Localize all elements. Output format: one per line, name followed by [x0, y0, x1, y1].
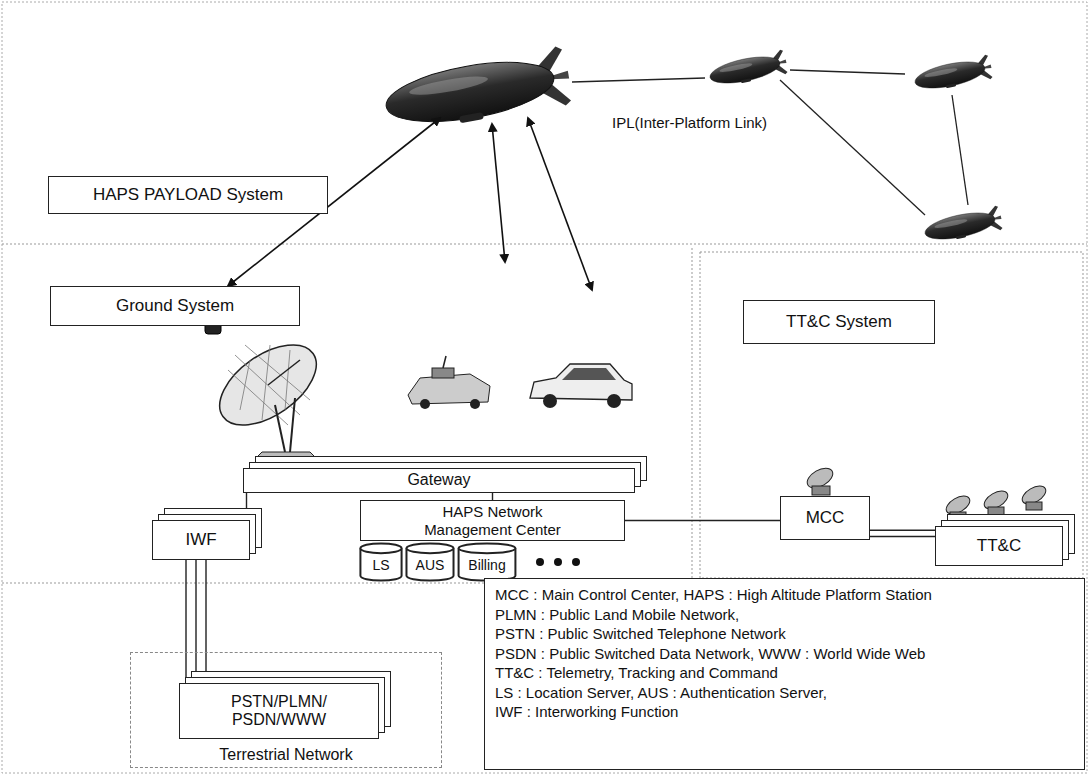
node-label: TT&C System [786, 312, 892, 332]
abbreviation-text: TT&C : Telemetry, Tracking and Command [495, 663, 778, 683]
region-divider [2, 244, 1087, 245]
gateway-box: Gateway [243, 468, 635, 493]
airship [707, 49, 788, 90]
dish-antenna [206, 329, 331, 458]
system-box: TT&C System [743, 300, 935, 344]
car [530, 364, 632, 408]
mcc-antenna [804, 464, 836, 495]
management-box: HAPS Network Management Center [360, 500, 625, 541]
region-divider [692, 248, 693, 582]
airship [922, 205, 1003, 246]
abbreviation-text: MCC : Main Control Center, HAPS : High A… [495, 585, 932, 605]
abbreviation-text: PLMN : Public Land Mobile Network, [495, 605, 739, 625]
airship [912, 54, 993, 95]
vehicle [408, 356, 490, 409]
link-line [870, 530, 935, 536]
ttc-antenna [943, 482, 1049, 520]
region-divider [2, 583, 484, 584]
system-box: HAPS PAYLOAD System [48, 176, 328, 214]
node-label: Billing [468, 557, 505, 573]
abbreviation-text: IWF : Interworking Function [495, 702, 678, 722]
node-label: IWF [185, 530, 216, 550]
process-box: MCC [780, 496, 870, 540]
node-label: HAPS Network Management Center [408, 503, 578, 538]
node-label: Ground System [116, 296, 234, 316]
network-region: Terrestrial Network PSTN/PLMN/ PSDN/WWW [130, 652, 442, 768]
node-label: Terrestrial Network [219, 746, 352, 764]
node-label: PSTN/PLMN/ PSDN/WWW [204, 693, 354, 730]
network-box: PSTN/PLMN/ PSDN/WWW [179, 683, 379, 739]
node-label: TT&C [977, 536, 1021, 556]
database-cylinder: Billing [458, 543, 516, 581]
node-label: HAPS PAYLOAD System [93, 185, 283, 205]
database-cylinder: AUS [406, 543, 454, 581]
link-line [186, 560, 206, 683]
inter-platform-links [572, 70, 968, 215]
link-label: IPL(Inter-Platform Link) [612, 114, 767, 131]
link-line [246, 493, 247, 520]
process-box: TT&C [935, 526, 1063, 566]
system-box: Ground System [50, 286, 300, 326]
link-line [625, 520, 780, 521]
airship-main [381, 45, 574, 136]
abbreviation-text: PSDN : Public Switched Data Network, WWW… [495, 644, 925, 664]
ttc-region [700, 252, 1083, 578]
abbreviation-text: LS : Location Server, AUS : Authenticati… [495, 683, 827, 703]
node-label: LS [372, 557, 389, 573]
node-label: AUS [416, 557, 445, 573]
node-label: Gateway [407, 471, 470, 489]
process-box: IWF [152, 520, 250, 560]
node-label: MCC [806, 508, 845, 528]
link-line [492, 493, 493, 500]
abbreviation-text: PSTN : Public Switched Telephone Network [495, 624, 786, 644]
abbreviation-box: MCC : Main Control Center, HAPS : High A… [484, 578, 1085, 770]
database-cylinder: LS [360, 543, 402, 581]
ellipsis-dots [536, 558, 580, 566]
